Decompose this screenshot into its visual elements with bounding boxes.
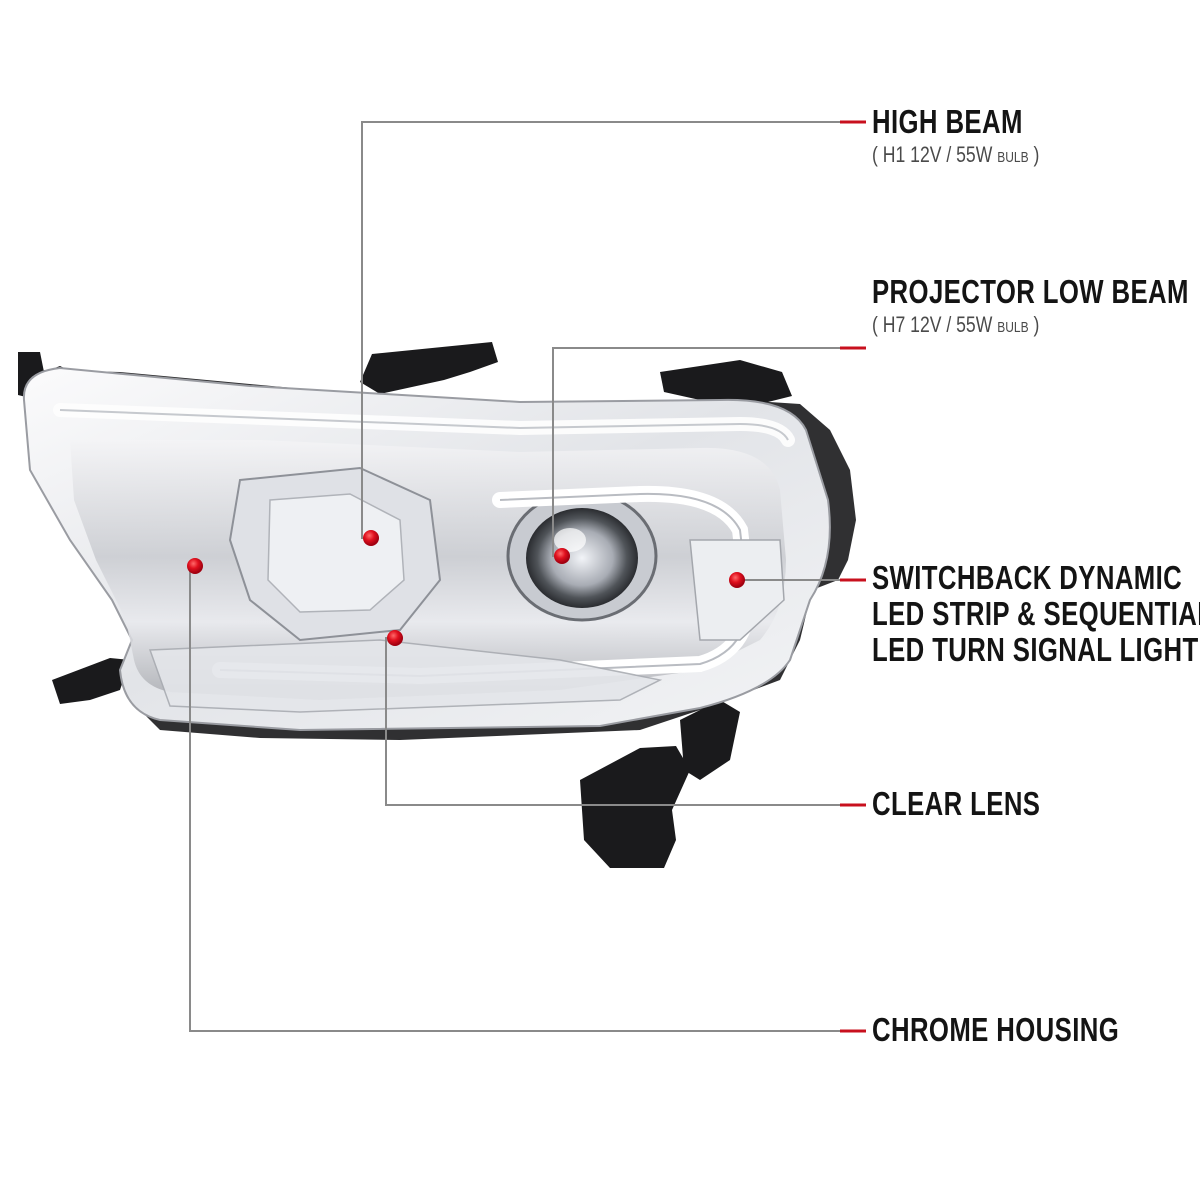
callout-dots <box>187 530 745 646</box>
leader-line-ends <box>840 120 866 1033</box>
chrome-housing-title: CHROME HOUSING <box>872 1011 1120 1048</box>
clear-lens-callout: CLEAR LENS <box>872 786 1088 822</box>
led-strip-callout: SWITCHBACK DYNAMIC LED STRIP & SEQUENTIA… <box>872 560 1200 668</box>
spec-bulb: H7 <box>882 312 906 337</box>
chrome-housing-callout: CHROME HOUSING <box>872 1012 1189 1048</box>
low-beam-title: PROJECTOR LOW BEAM <box>872 273 1189 310</box>
clear-lens-title: CLEAR LENS <box>872 785 1041 822</box>
chrome-housing-dot <box>187 558 203 574</box>
projector-lens <box>506 490 658 622</box>
led-strip-line-1: SWITCHBACK DYNAMIC <box>872 559 1183 596</box>
turn-signal-segment <box>689 539 785 641</box>
low-beam-callout: PROJECTOR LOW BEAM ( H7 12V / 55W BULB ) <box>872 274 1200 341</box>
high-beam-title: HIGH BEAM <box>872 103 1023 140</box>
clear-lens-dot <box>387 630 403 646</box>
high-beam-callout: HIGH BEAM ( H1 12V / 55W BULB ) <box>872 104 1081 171</box>
high-beam-dot <box>363 530 379 546</box>
low-beam-dot <box>554 548 570 564</box>
led-strip-line-3: LED TURN SIGNAL LIGHT <box>872 631 1199 668</box>
lower-lens-detail <box>148 639 663 713</box>
led-strip-dot <box>729 572 745 588</box>
led-strip-line-2: LED STRIP & SEQUENTIAL <box>872 595 1200 632</box>
spec-open: ( <box>872 142 878 167</box>
spec-bulb: H1 <box>882 142 906 167</box>
spec-rating: 12V / 55W <box>910 142 993 167</box>
spec-word: BULB <box>997 149 1029 166</box>
high-beam-spec: ( H1 12V / 55W BULB ) <box>872 142 1039 171</box>
low-beam-spec: ( H7 12V / 55W BULB ) <box>872 312 1197 341</box>
spec-close: ) <box>1033 312 1040 337</box>
spec-open: ( <box>872 312 878 337</box>
spec-rating: 12V / 55W <box>910 312 993 337</box>
spec-word: BULB <box>997 319 1029 336</box>
spec-close: ) <box>1033 142 1040 167</box>
